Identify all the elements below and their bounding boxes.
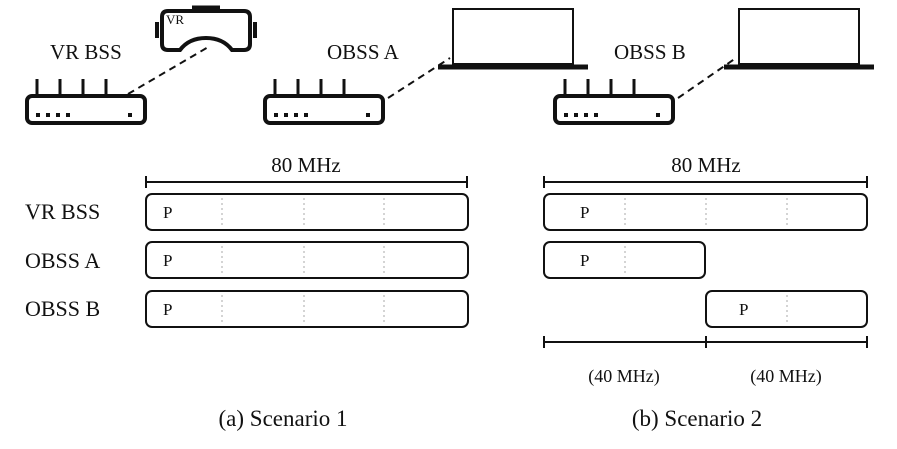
scenario2-channel-block-vr-bss bbox=[543, 193, 868, 231]
scenario1-channel-block-obss-b bbox=[145, 290, 469, 328]
scenario1-primary-marker-vr-bss: P bbox=[163, 203, 172, 222]
vr-bss-router-icon bbox=[25, 79, 147, 125]
obss-b-top-label: OBSS B bbox=[614, 40, 686, 64]
scenario1-primary-marker-obss-b: P bbox=[163, 300, 172, 319]
scenario1-row-label-vr-bss: VR BSS bbox=[25, 199, 100, 224]
scenario2-primary-marker-vr-bss: P bbox=[580, 203, 589, 222]
scenario2-channel-block-obss-b bbox=[705, 290, 868, 328]
obss-a-laptop-icon bbox=[438, 8, 588, 70]
vr-headset-icon bbox=[155, 5, 257, 52]
scenario1-bandwidth-label: 80 MHz bbox=[271, 153, 340, 177]
obss-b-wireless-link bbox=[677, 57, 737, 99]
obss-a-router-icon bbox=[263, 79, 385, 125]
vr-headset-label: VR bbox=[166, 12, 184, 27]
scenario2-split-bracket bbox=[543, 336, 868, 348]
scenario1-channel-block-vr-bss bbox=[145, 193, 469, 231]
vr-bss-wireless-link bbox=[127, 45, 211, 95]
scenario1-primary-marker-obss-a: P bbox=[163, 251, 172, 270]
scenario2-caption: (b) Scenario 2 bbox=[632, 406, 762, 431]
scenario2-sub-bandwidth-label-right: (40 MHz) bbox=[750, 366, 821, 387]
obss-a-wireless-link bbox=[387, 57, 451, 99]
scenario2-primary-marker-obss-b: P bbox=[739, 300, 748, 319]
scenario2-primary-marker-obss-a: P bbox=[580, 251, 589, 270]
obss-a-top-label: OBSS A bbox=[327, 40, 400, 64]
scenario2-channel-block-obss-a bbox=[543, 241, 706, 279]
scenario1-caption: (a) Scenario 1 bbox=[219, 406, 348, 431]
scenario2-bandwidth-bracket bbox=[543, 176, 868, 188]
scenario1-row-label-obss-a: OBSS A bbox=[25, 248, 100, 273]
scenario1-row-label-obss-b: OBSS B bbox=[25, 296, 100, 321]
obss-b-router-icon bbox=[553, 79, 675, 125]
scenario1-channel-block-obss-a bbox=[145, 241, 469, 279]
vr-bss-top-label: VR BSS bbox=[50, 40, 122, 64]
obss-b-laptop-icon bbox=[724, 8, 874, 70]
scenario2-sub-bandwidth-label-left: (40 MHz) bbox=[588, 366, 659, 387]
scenario2-bandwidth-label: 80 MHz bbox=[671, 153, 740, 177]
scenario1-bandwidth-bracket bbox=[145, 176, 468, 188]
